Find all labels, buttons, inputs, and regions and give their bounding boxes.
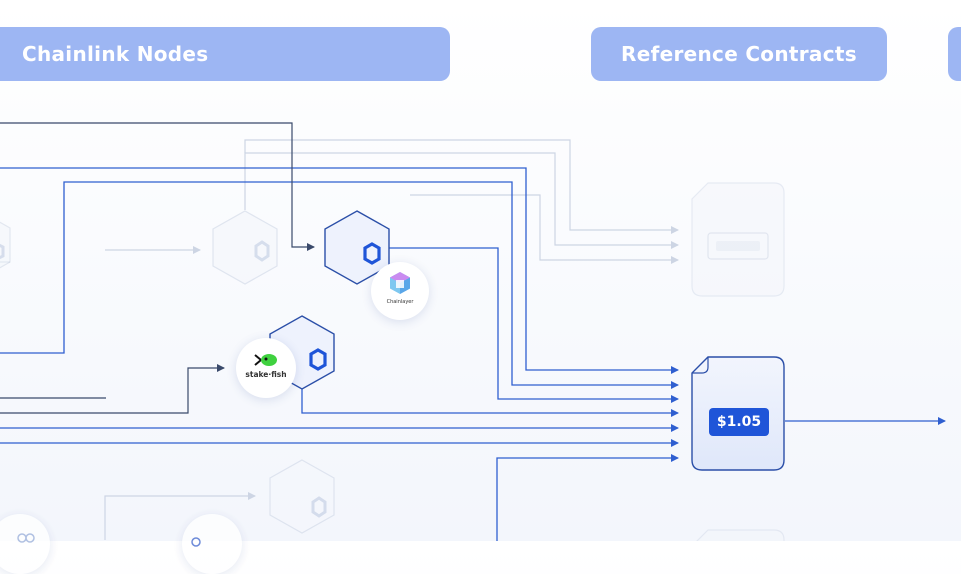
faded-contract-bottom (696, 529, 785, 541)
document-icon (692, 357, 709, 374)
operator-logo-icon (17, 533, 35, 543)
faded-line-2 (244, 139, 679, 234)
chainlayer-node (324, 210, 390, 285)
feed-line-1 (0, 167, 679, 374)
dark-line-1 (0, 122, 315, 251)
feed-line-2 (0, 181, 679, 389)
chainlink-nodes-title: Chainlink Nodes (22, 42, 209, 66)
chainlink-hexagon-icon (309, 348, 327, 371)
feed-line-4 (301, 388, 679, 417)
data-flow-diagram (0, 122, 946, 541)
stakefish-logo-icon (254, 354, 277, 366)
reference-contracts-header: Reference Contracts (591, 27, 887, 81)
reference-contracts-title: Reference Contracts (621, 42, 857, 66)
feed-line-3 (388, 247, 679, 403)
stakefish-label: stake·fish (245, 370, 287, 379)
chainlink-hexagon-icon (363, 242, 381, 265)
faded-contract-top (691, 182, 785, 297)
faded-node-left (0, 221, 11, 269)
operator-logo-icon (191, 537, 201, 547)
faded-connections (0, 139, 679, 540)
chainlayer-label: Chainlayer (386, 299, 414, 305)
dark-connections (0, 122, 315, 414)
chainlayer-operator-badge: Chainlayer (371, 262, 429, 320)
faded-node-2 (269, 459, 335, 534)
stakefish-operator-badge: stake·fish (236, 338, 296, 398)
chainlayer-logo-icon (390, 272, 410, 294)
faded-line-3 (410, 194, 679, 264)
active-connections (0, 167, 946, 541)
faded-line-5 (104, 492, 256, 540)
dark-line-3 (0, 364, 225, 414)
faded-operator-badge-2 (182, 514, 242, 574)
faded-node-1 (212, 210, 278, 285)
faded-line-1 (244, 152, 679, 249)
chainlink-nodes-header: Chainlink Nodes (0, 27, 450, 81)
chainlink-hexagon-icon (0, 243, 5, 260)
price-value: $1.05 (709, 408, 769, 436)
feed-line-7 (496, 454, 679, 541)
next-column-header (948, 27, 961, 81)
